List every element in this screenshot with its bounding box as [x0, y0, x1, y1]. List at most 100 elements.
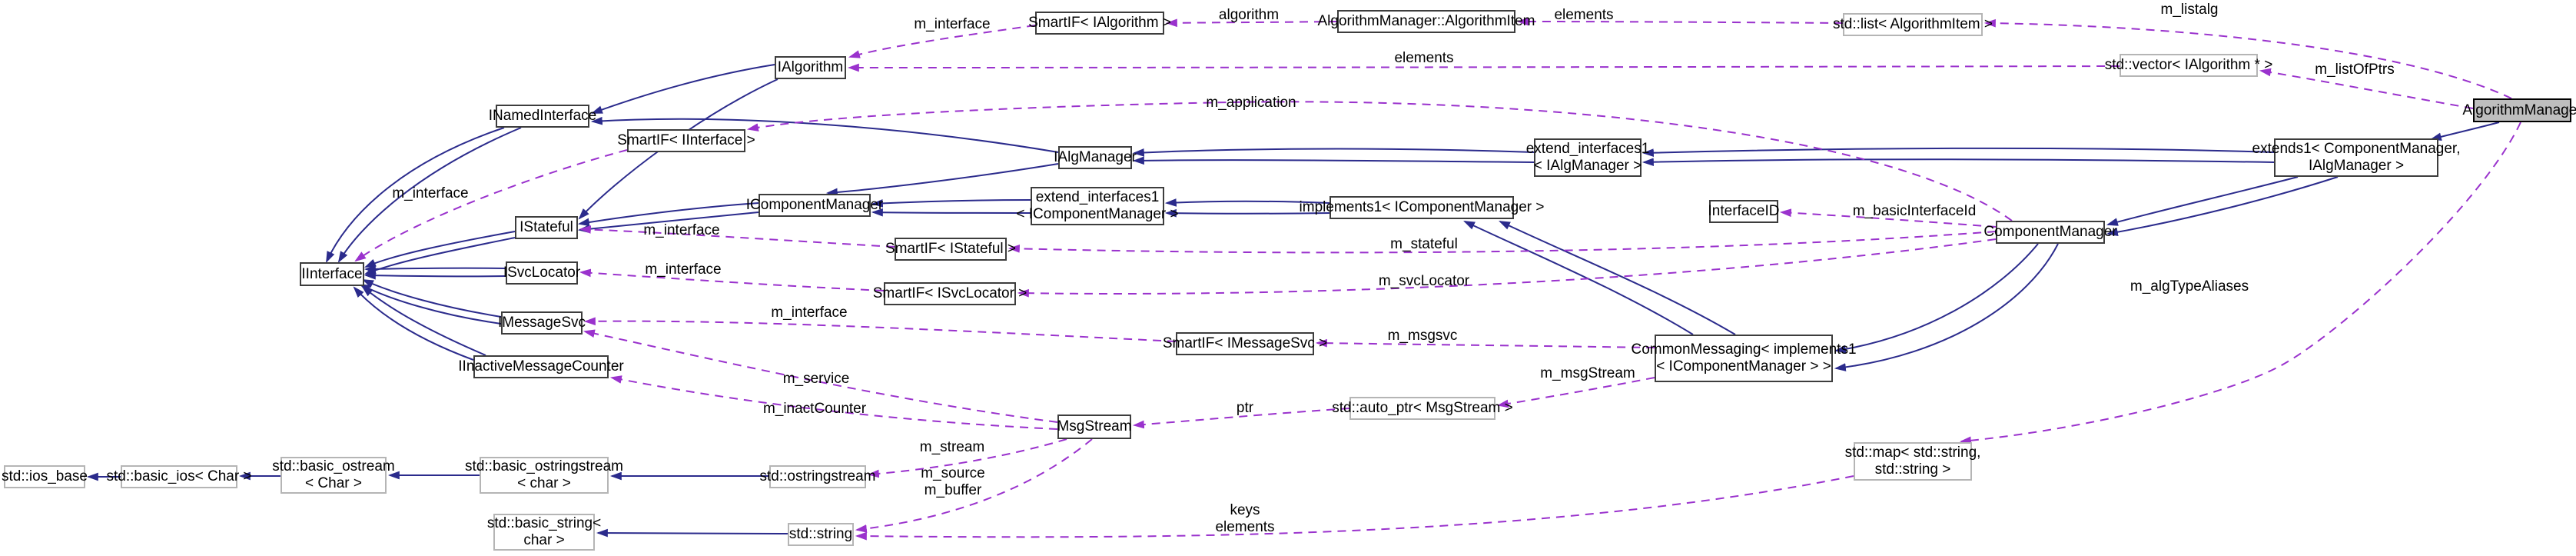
node-std-list-algorithmitem[interactable]: std::list< AlgorithmItem > — [1833, 13, 1993, 36]
node-label: IInactiveMessageCounter — [458, 358, 624, 375]
edge-inherit-imessagesvc-to-iinterface — [359, 284, 502, 325]
edge-inherit-implements1-icomponentmanager-to-extend-interfaces1-icomponentmanager — [1164, 208, 1330, 218]
node-smartif-iinterface[interactable]: SmartIF< IInterface > — [617, 129, 755, 152]
node-commonmessaging[interactable]: CommonMessaging< implements1< IComponent… — [1631, 335, 1857, 382]
node-label: MsgStream — [1057, 418, 1132, 434]
node-std-basic-ostringstream-char[interactable]: std::basic_ostringstream< char > — [465, 457, 623, 494]
node-label: std::basic_ostream — [272, 458, 395, 474]
node-extend-interfaces1-icomponentmanager[interactable]: extend_interfaces1< IComponentManager > — [1016, 187, 1179, 225]
edge-label: m_interface — [643, 222, 720, 238]
node-label: SmartIF< IInterface > — [617, 132, 755, 148]
edge-usage-componentmanager-to-interfaceid — [1779, 208, 1997, 228]
edge-usage-smartif-iinterface-to-iinterface — [354, 149, 628, 262]
node-msgstream[interactable]: MsgStream — [1057, 415, 1132, 439]
edge-usage-smartif-ialgorithm-to-ialgorithm — [848, 25, 1036, 58]
node-label: IAlgManager — [1054, 149, 1137, 165]
node-iinactivemessagecounter[interactable]: IInactiveMessageCounter — [458, 355, 624, 378]
node-smartif-istateful[interactable]: SmartIF< IStateful > — [885, 238, 1016, 261]
node-label: SmartIF< IStateful > — [885, 241, 1017, 257]
node-componentmanager[interactable]: ComponentManager — [1983, 221, 2117, 244]
node-imessagesvc[interactable]: IMessageSvc — [497, 311, 586, 335]
edge-usage-algorithmmanager-to-std-list-algorithmitem — [1983, 18, 2512, 99]
edge-inherit-icomponentmanager-to-istateful — [577, 202, 759, 227]
edge-usage-std-vector-ialgorithm-to-ialgorithm — [847, 63, 2120, 72]
edge-label: m_msgsvc — [1387, 328, 1458, 344]
node-label: < char > — [517, 475, 571, 491]
edge-label: elements — [1554, 7, 1614, 23]
node-std-basic-ios-char[interactable]: std::basic_ios< Char > — [106, 465, 252, 488]
node-isvclocator[interactable]: ISvcLocator — [503, 261, 581, 285]
node-std-auto-ptr-msgstream[interactable]: std::auto_ptr< MsgStream > — [1332, 397, 1513, 420]
edge-inherit-extend-interfaces1-icomponentmanager-to-icomponentmanager — [871, 208, 1031, 217]
node-extends1-componentmanager-ialgmanager[interactable]: extends1< ComponentManager,IAlgManager > — [2252, 138, 2460, 177]
node-label: SmartIF< IAlgorithm > — [1028, 15, 1171, 31]
node-std-string[interactable]: std::string — [788, 523, 854, 546]
node-interfaceid[interactable]: InterfaceID — [1708, 200, 1780, 223]
edge-label: elements — [1394, 50, 1454, 66]
edge-usage-smartif-isvclocator-to-isvclocator — [579, 268, 885, 291]
node-label: char > — [523, 532, 565, 548]
node-std-basic-ostream-char[interactable]: std::basic_ostream< Char > — [272, 457, 395, 494]
node-std-vector-ialgorithm[interactable]: std::vector< IAlgorithm * > — [2105, 54, 2272, 77]
edge-inherit-istateful-to-iinterface — [364, 231, 516, 268]
node-std-ios-base[interactable]: std::ios_base — [2, 465, 88, 488]
node-inamedinterface[interactable]: INamedInterface — [489, 105, 596, 128]
node-algorithmmanager[interactable]: AlgorithmManager — [2462, 98, 2576, 122]
edge-inherit-extends1-componentmanager-ialgmanager-to-extend-interfaces1-ialgmanager — [1642, 158, 2275, 167]
edge-label: m_source m_buffer — [921, 465, 985, 498]
node-label: IMessageSvc — [497, 315, 586, 331]
node-icomponentmanager[interactable]: IComponentManager — [746, 194, 883, 217]
node-smartif-ialgorithm[interactable]: SmartIF< IAlgorithm > — [1028, 12, 1171, 35]
edge-usage-smartif-istateful-to-istateful — [579, 225, 895, 248]
node-label: CommonMessaging< implements1 — [1631, 341, 1857, 358]
node-label: InterfaceID — [1708, 203, 1780, 219]
node-label: std::vector< IAlgorithm * > — [2104, 57, 2273, 73]
node-algorithmmanager-algorithmitem[interactable]: AlgorithmManager::AlgorithmItem — [1318, 10, 1535, 33]
edge-usage-msgstream-to-std-string — [855, 438, 1093, 533]
edge-inherit-extend-interfaces1-ialgmanager-to-ialgmanager — [1132, 156, 1535, 165]
edge-usage-algorithmmanager-to-std-map-string-string — [1959, 122, 2521, 445]
node-smartif-isvclocator[interactable]: SmartIF< ISvcLocator > — [873, 282, 1027, 305]
node-label: std::basic_ostringstream — [465, 458, 623, 474]
edge-inherit-icomponentmanager-to-istateful — [577, 211, 759, 234]
node-ialgmanager[interactable]: IAlgManager — [1054, 146, 1137, 169]
edge-label: m_interface — [645, 261, 722, 278]
edge-label: algorithm — [1218, 7, 1280, 23]
node-std-ostringstream[interactable]: std::ostringstream — [760, 465, 876, 488]
node-label: ISvcLocator — [503, 265, 581, 281]
node-label: extend_interfaces1 — [1525, 141, 1650, 157]
edge-inherit-extend-interfaces1-ialgmanager-to-ialgmanager — [1132, 148, 1535, 157]
node-label: std::basic_ios< Char > — [106, 468, 252, 484]
edge-usage-std-list-algorithmitem-to-algorithmmanager-algorithmitem — [1516, 17, 1844, 26]
edge-inherit-extends1-componentmanager-ialgmanager-to-componentmanager — [2106, 176, 2299, 226]
node-implements1-icomponentmanager[interactable]: implements1< IComponentManager > — [1300, 196, 1544, 219]
node-label: std::auto_ptr< MsgStream > — [1332, 400, 1513, 416]
edge-usage-msgstream-to-std-ostringstream — [867, 438, 1067, 478]
node-iinterface[interactable]: IInterface — [300, 262, 364, 286]
node-istateful[interactable]: IStateful — [515, 216, 578, 239]
edge-usage-componentmanager-to-smartif-isvclocator — [1017, 238, 1997, 298]
edge-usage-std-map-string-string-to-std-string — [855, 475, 1854, 541]
edge-label: m_algTypeAliases — [2130, 278, 2249, 295]
edge-inherit-iinactivemessagecounter-to-iinterface — [353, 286, 474, 361]
node-ialgorithm[interactable]: IAlgorithm — [775, 56, 846, 79]
edge-inherit-ialgmanager-to-icomponentmanager — [825, 163, 1059, 197]
node-std-basic-string-char[interactable]: std::basic_string<char > — [487, 514, 601, 551]
node-smartif-imessagesvc[interactable]: SmartIF< IMessageSvc > — [1163, 332, 1327, 355]
edge-usage-msgstream-to-iinactivemessagecounter — [609, 375, 1058, 430]
node-label: IAlgorithm — [777, 59, 844, 75]
edge-usage-std-auto-ptr-msgstream-to-msgstream — [1132, 408, 1350, 429]
edge-inherit-commonmessaging-to-implements1-icomponentmanager — [1463, 221, 1694, 335]
node-label: IInterface — [301, 265, 363, 282]
node-label: extends1< ComponentManager, — [2252, 141, 2461, 157]
node-extend-interfaces1-ialgmanager[interactable]: extend_interfaces1< IAlgManager > — [1526, 138, 1649, 177]
node-label: AlgorithmManager — [2462, 102, 2576, 118]
edge-inherit-imessagesvc-to-iinterface — [362, 279, 502, 318]
edge-inherit-isvclocator-to-iinterface — [363, 265, 506, 274]
edge-inherit-extend-interfaces1-icomponentmanager-to-icomponentmanager — [871, 199, 1031, 208]
node-std-map-string-string[interactable]: std::map< std::string,std::string > — [1845, 442, 1980, 481]
edge-inherit-ialgmanager-to-inamedinterface — [590, 116, 1059, 153]
edge-inherit-extends1-componentmanager-ialgmanager-to-componentmanager — [2106, 176, 2339, 237]
edge-inherit-extends1-componentmanager-ialgmanager-to-extend-interfaces1-ialgmanager — [1642, 147, 2275, 158]
